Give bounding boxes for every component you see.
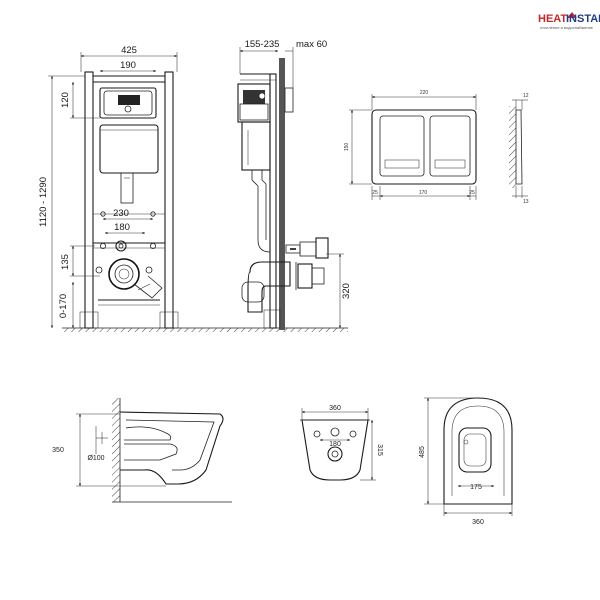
dim-150: 150 bbox=[344, 143, 350, 152]
dim-485: 485 bbox=[419, 446, 426, 458]
flush-mechanism bbox=[118, 95, 140, 105]
dim-120: 120 bbox=[60, 92, 71, 108]
dim-315: 315 bbox=[376, 444, 383, 456]
dim-1120-1290: 1120 - 1290 bbox=[38, 177, 49, 227]
flush-plate-front: 220 150 25 170 25 bbox=[344, 90, 477, 200]
dim-350: 350 bbox=[52, 447, 64, 454]
brand-logo: HEAT INSTALL отопление и водоснабжение bbox=[538, 12, 600, 30]
bowl-front-view: 360 180 315 bbox=[300, 405, 383, 481]
dim-12: 12 bbox=[523, 93, 529, 99]
dim-0-170: 0-170 bbox=[58, 294, 69, 318]
wall-section bbox=[279, 58, 285, 330]
frame-side-view: 155-235 max 60 320 bbox=[237, 39, 352, 330]
flush-button-left bbox=[379, 115, 425, 177]
dim-135: 135 bbox=[60, 254, 71, 270]
dim-360: 360 bbox=[329, 405, 341, 412]
dim-max-60: max 60 bbox=[296, 39, 327, 50]
dim-25-right: 25 bbox=[469, 190, 475, 196]
bowl-side-view: 350 Ø100 bbox=[52, 398, 232, 503]
flush-button-right bbox=[429, 115, 471, 177]
dim-25-left: 25 bbox=[372, 190, 378, 196]
dim-180-holes: 180 bbox=[329, 441, 341, 448]
dim-175: 175 bbox=[470, 484, 482, 491]
dim-13: 13 bbox=[523, 199, 529, 205]
dim-220: 220 bbox=[420, 90, 429, 96]
cistern bbox=[99, 124, 159, 174]
dim-d100: Ø100 bbox=[87, 455, 104, 462]
drain-outlet bbox=[108, 258, 140, 290]
frame-front-view: 425 190 1120 - 1290 120 230 180 135 0-17… bbox=[38, 45, 179, 329]
dim-425: 425 bbox=[121, 45, 137, 56]
house-icon bbox=[567, 12, 577, 18]
dim-230: 230 bbox=[113, 208, 129, 219]
bowl-top-outline bbox=[443, 397, 513, 505]
bowl-outline bbox=[119, 411, 224, 485]
bowl-top-view: 175 485 360 bbox=[419, 397, 513, 526]
brand-tagline: отопление и водоснабжение bbox=[540, 25, 594, 30]
flush-plate bbox=[371, 109, 477, 185]
brand-install-text: INSTALL bbox=[566, 13, 600, 25]
floor bbox=[62, 327, 348, 332]
dim-170: 170 bbox=[419, 190, 428, 196]
dim-190: 190 bbox=[120, 60, 136, 71]
brand-heat-text: HEAT bbox=[538, 13, 567, 25]
dim-320: 320 bbox=[341, 283, 352, 299]
bowl-front-outline bbox=[301, 419, 369, 481]
dim-360-bottom: 360 bbox=[472, 519, 484, 526]
flush-plate-side: 12 13 bbox=[509, 93, 529, 205]
dim-180: 180 bbox=[114, 222, 130, 233]
dim-155-235: 155-235 bbox=[245, 39, 280, 50]
